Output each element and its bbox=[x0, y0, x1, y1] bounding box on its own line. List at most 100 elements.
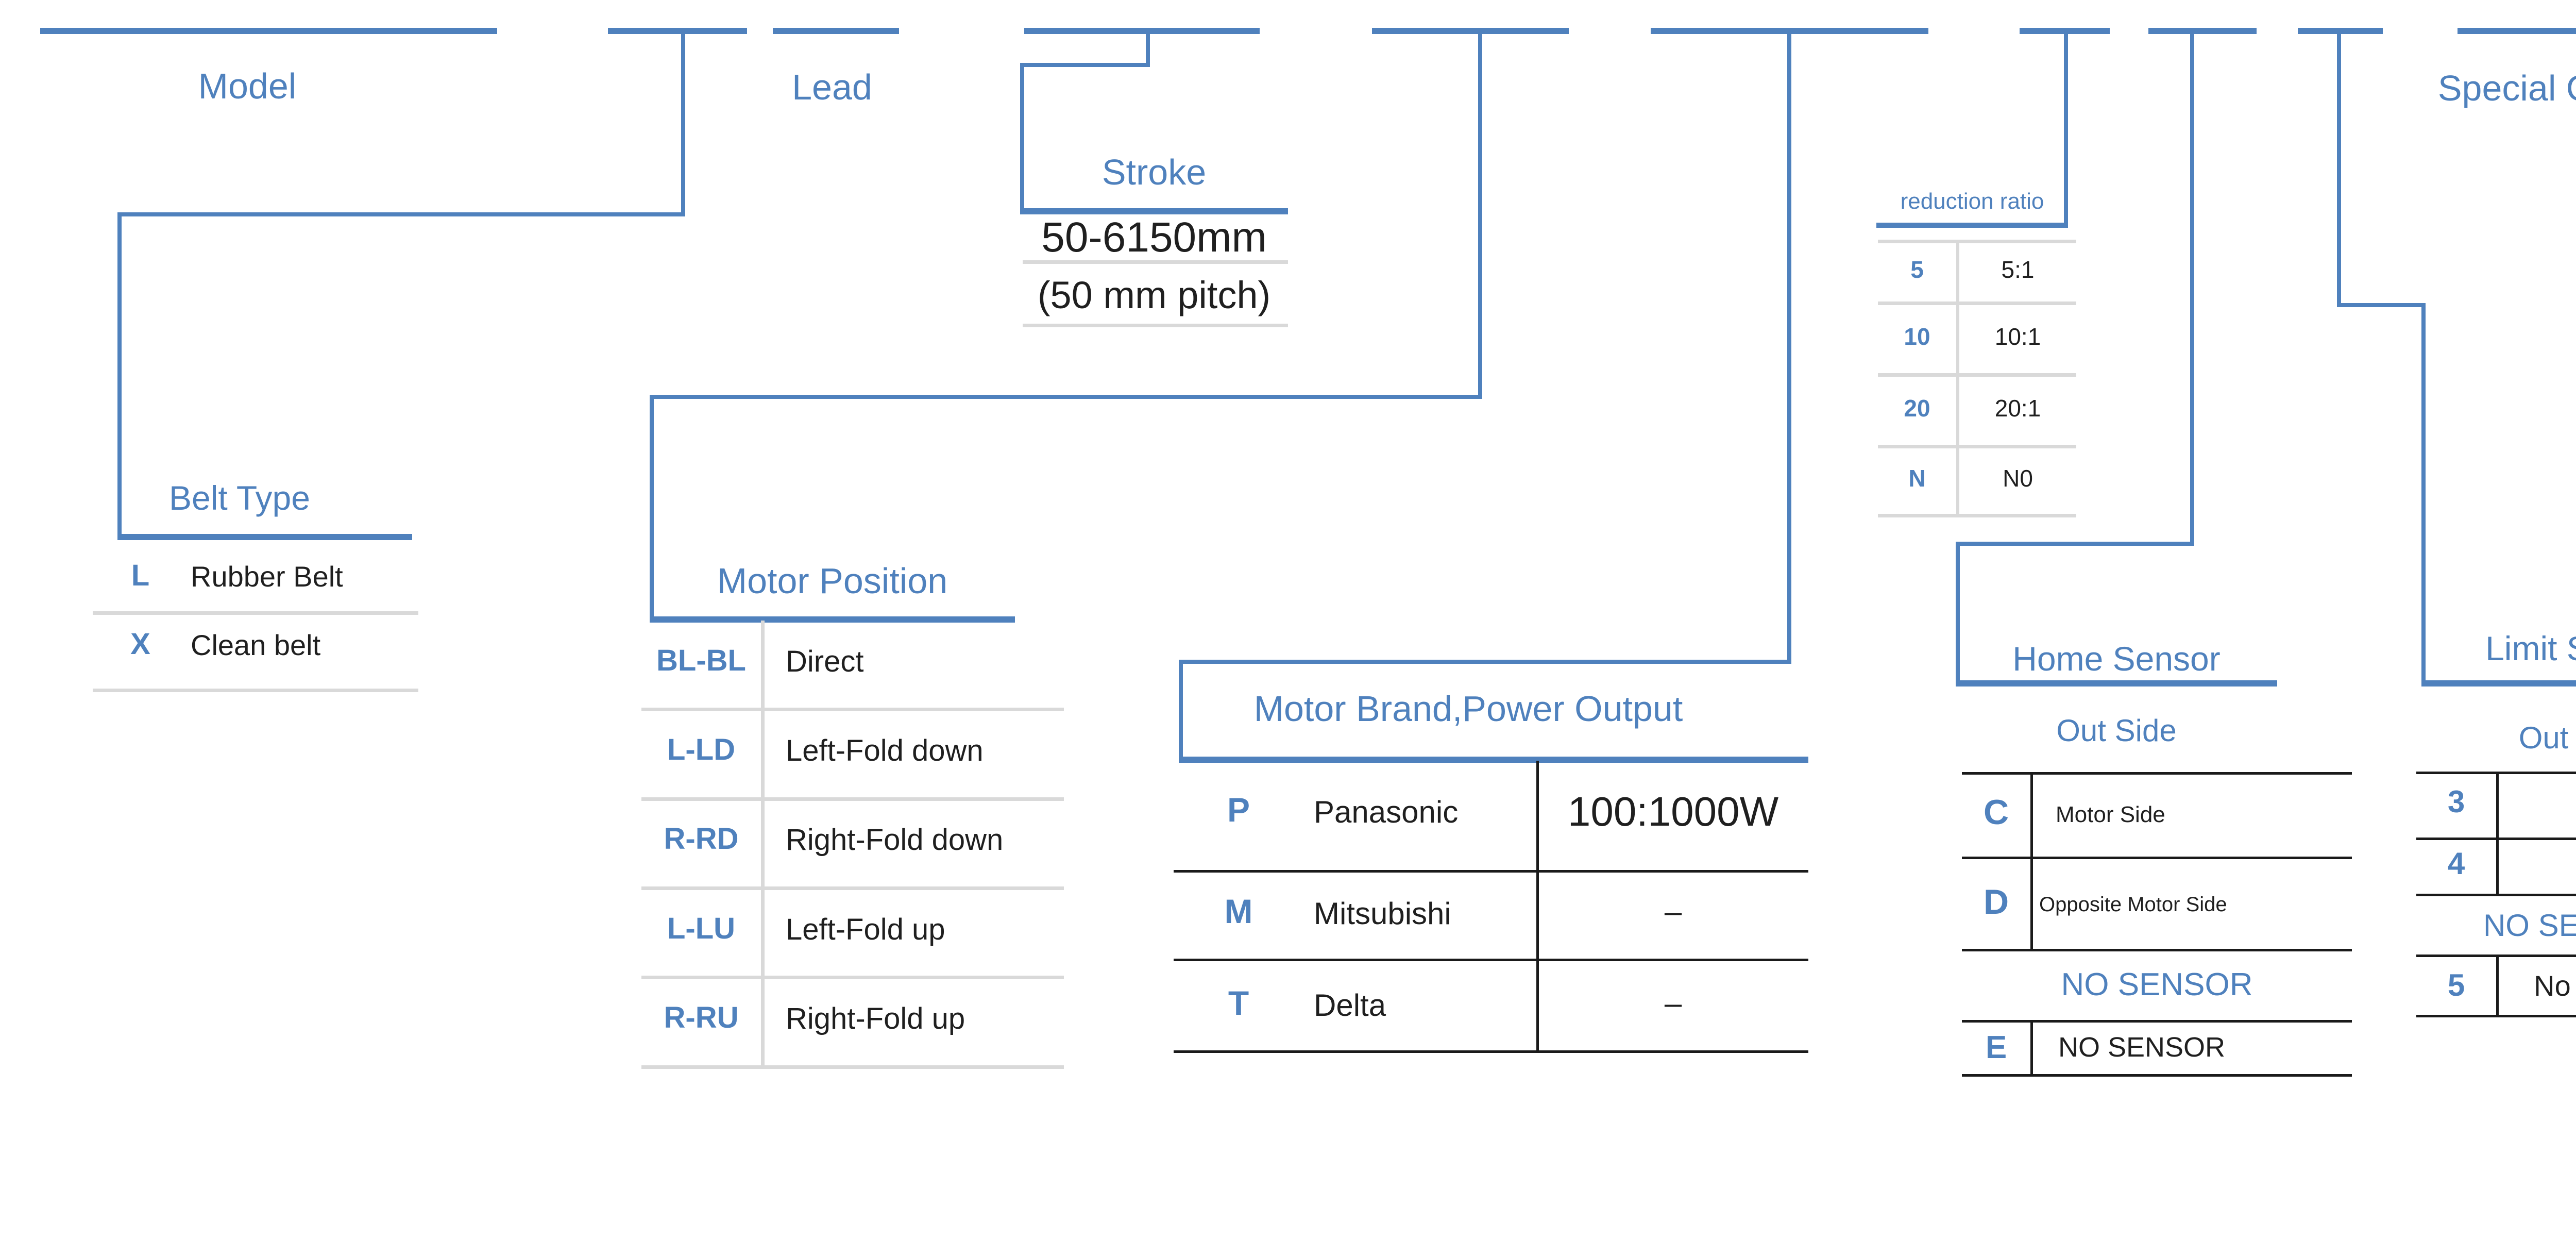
home-sensor-row-separator bbox=[1962, 857, 2352, 859]
limit-sensor-desc: 1pc bbox=[2499, 789, 2576, 818]
home-sensor-connector-vertical-top bbox=[2190, 31, 2194, 546]
limit-sensor-connector-vertical bbox=[2421, 303, 2426, 687]
limit-sensor-desc: No SENSOR bbox=[2534, 969, 2576, 1002]
motor-position-underline bbox=[650, 616, 1015, 623]
top-rule-segment-special-order bbox=[2458, 28, 2576, 34]
motor-brand-code: P bbox=[1227, 791, 1250, 829]
reduction-ratio-row-separator bbox=[1878, 302, 2076, 305]
motor-position-code: BL-BL bbox=[656, 644, 746, 677]
motor-brand-name: Panasonic bbox=[1314, 795, 1459, 829]
limit-sensor-underline bbox=[2421, 680, 2576, 687]
top-rule-segment-stroke bbox=[1024, 28, 1260, 34]
belt-type-row-separator bbox=[93, 689, 418, 692]
reduction-ratio-code: N bbox=[1908, 465, 1926, 492]
reduction-ratio-code: 10 bbox=[1904, 323, 1930, 350]
motor-brand-code: T bbox=[1228, 984, 1249, 1022]
motor-brand-underline bbox=[1179, 757, 1808, 763]
belt-type-title: Belt Type bbox=[169, 479, 310, 517]
limit-sensor-row-separator bbox=[2416, 894, 2576, 896]
home-sensor-row-separator bbox=[1962, 949, 2352, 951]
stroke-connector-vertical-top bbox=[1146, 31, 1150, 67]
motor-position-column-divider bbox=[761, 621, 765, 1065]
motor-position-row-separator bbox=[641, 708, 1064, 711]
home-sensor-code: E bbox=[1985, 1030, 2007, 1065]
home-sensor-desc: NO SENSOR bbox=[2058, 1032, 2226, 1063]
lead-label: Lead bbox=[792, 67, 872, 107]
limit-sensor-table-bottom bbox=[2416, 1015, 2576, 1017]
limit-sensor-desc: 2pc bbox=[2499, 850, 2576, 880]
model-label: Model bbox=[198, 66, 297, 106]
stroke-range-value: 50-6150mm bbox=[1041, 214, 1267, 261]
motor-position-row-separator bbox=[641, 1065, 1064, 1069]
limit-sensor-code: 3 bbox=[2447, 784, 2465, 819]
home-sensor-table-bottom bbox=[1962, 1074, 2352, 1077]
reduction-ratio-code: 5 bbox=[1910, 256, 1924, 283]
stroke-connector-horizontal bbox=[1020, 63, 1150, 67]
home-sensor-column-divider-bottom bbox=[2030, 1020, 2033, 1074]
limit-sensor-code: 5 bbox=[2447, 968, 2465, 1002]
home-sensor-table-top bbox=[1962, 772, 2352, 775]
reduction-ratio-title: reduction ratio bbox=[1900, 189, 2044, 214]
limit-sensor-code: 4 bbox=[2447, 846, 2465, 881]
motor-brand-row-separator bbox=[1174, 1050, 1808, 1053]
home-sensor-desc: Motor Side bbox=[2056, 802, 2165, 827]
belt-type-code: X bbox=[130, 627, 150, 661]
motor-brand-code: M bbox=[1224, 892, 1253, 930]
motor-position-row-separator bbox=[641, 886, 1064, 890]
limit-sensor-row-separator bbox=[2416, 838, 2576, 840]
motor-position-desc: Right-Fold down bbox=[786, 823, 1004, 857]
belt-type-underline bbox=[117, 534, 412, 540]
stroke-underline bbox=[1020, 208, 1288, 214]
limit-sensor-title: Limit Sensor bbox=[2485, 629, 2576, 667]
reduction-ratio-row-separator bbox=[1878, 373, 2076, 377]
top-rule-segment-lead bbox=[773, 28, 899, 34]
reduction-ratio-table-top bbox=[1878, 240, 2076, 243]
reduction-ratio-value: 5:1 bbox=[2001, 256, 2035, 283]
top-rule-segment-model bbox=[40, 28, 497, 34]
reduction-ratio-code: 20 bbox=[1904, 395, 1930, 422]
home-sensor-code: C bbox=[1983, 793, 2009, 832]
stroke-pitch-value: (50 mm pitch) bbox=[1037, 274, 1271, 316]
motor-position-connector-vertical bbox=[650, 395, 654, 621]
top-rule-segment-motor-position bbox=[1372, 28, 1569, 34]
home-sensor-connector-vertical bbox=[1956, 542, 1960, 687]
reduction-ratio-connector-vertical bbox=[2064, 31, 2068, 228]
stroke-connector-vertical bbox=[1020, 63, 1024, 212]
special-order-label: Special Order No. bbox=[2437, 68, 2576, 108]
motor-position-code: L-LU bbox=[667, 912, 736, 945]
motor-position-code: R-RD bbox=[664, 822, 739, 856]
limit-sensor-column-divider-bottom bbox=[2496, 955, 2499, 1015]
limit-sensor-subtitle: Out Side bbox=[2518, 721, 2576, 755]
motor-brand-power: – bbox=[1664, 894, 1682, 929]
motor-position-desc: Right-Fold up bbox=[786, 1002, 965, 1035]
reduction-ratio-row-separator bbox=[1878, 445, 2076, 448]
motor-brand-connector-vertical bbox=[1179, 660, 1183, 761]
motor-position-row-separator bbox=[641, 976, 1064, 979]
motor-position-desc: Direct bbox=[786, 645, 864, 678]
reduction-ratio-underline bbox=[1876, 223, 2068, 228]
home-sensor-title: Home Sensor bbox=[2012, 640, 2221, 678]
motor-brand-connector-vertical-top bbox=[1787, 31, 1791, 664]
home-sensor-subtitle: Out Side bbox=[2056, 713, 2177, 748]
motor-position-code: R-RU bbox=[664, 1001, 739, 1034]
motor-brand-power: – bbox=[1664, 986, 1682, 1020]
home-sensor-connector-horizontal bbox=[1956, 542, 2194, 546]
home-sensor-underline bbox=[1956, 680, 2277, 687]
limit-sensor-no-sensor-banner: NO SENSOR bbox=[2483, 908, 2576, 943]
model-connector-vertical bbox=[681, 31, 685, 216]
motor-position-connector-horizontal bbox=[650, 395, 1482, 399]
motor-position-desc: Left-Fold up bbox=[786, 913, 945, 946]
limit-sensor-column-divider bbox=[2496, 772, 2499, 894]
motor-brand-column-divider bbox=[1536, 761, 1539, 1053]
motor-position-title: Motor Position bbox=[717, 561, 948, 601]
top-rule-segment-belt-type bbox=[608, 28, 747, 34]
motor-position-desc: Left-Fold down bbox=[786, 734, 984, 767]
motor-brand-row-separator bbox=[1174, 959, 1808, 961]
motor-brand-power: 100:1000W bbox=[1567, 789, 1779, 834]
motor-brand-name: Mitsubishi bbox=[1314, 896, 1451, 931]
limit-sensor-connector-horizontal bbox=[2337, 303, 2426, 307]
reduction-ratio-value: 20:1 bbox=[1994, 395, 2041, 422]
stroke-range-underline bbox=[1023, 260, 1288, 264]
home-sensor-desc: Opposite Motor Side bbox=[2039, 893, 2227, 916]
